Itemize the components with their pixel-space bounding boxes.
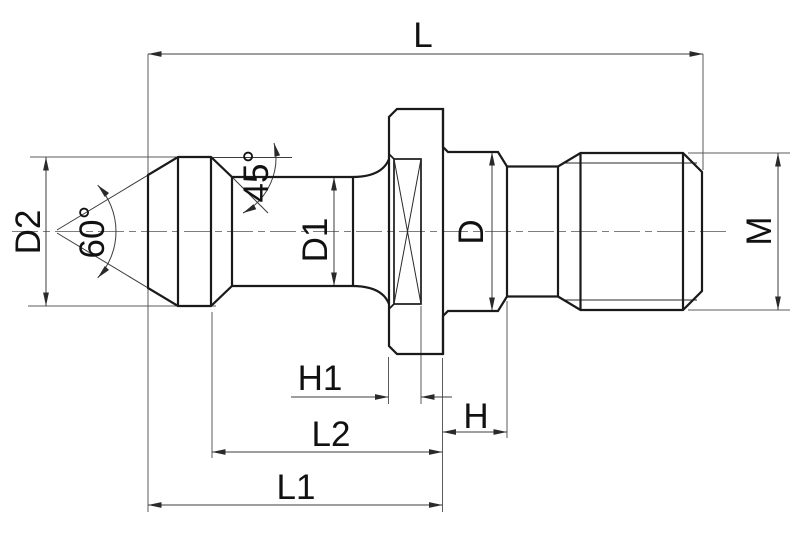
dim-label-L1: L1	[277, 468, 316, 507]
dim-label-D: D	[452, 219, 491, 244]
flange-recess-corner-edges	[388, 153, 395, 310]
dim-arc-45deg	[242, 142, 281, 214]
part-silhouette	[146, 107, 704, 356]
dimension-lines	[43, 51, 781, 508]
flange-recess-rect	[393, 158, 422, 305]
dim-label-60deg: 60°	[73, 206, 112, 259]
part-geometry	[146, 107, 704, 356]
dim-label-D1: D1	[296, 218, 335, 263]
dim-label-H1: H1	[298, 359, 343, 398]
dim-label-M: M	[740, 216, 779, 245]
dim-arc-60deg	[97, 184, 117, 279]
dim-label-H: H	[463, 397, 488, 436]
flange-cross-hatch	[393, 158, 422, 305]
extension-lines	[28, 54, 790, 512]
dimension-labels: L D2 60° 45° D1 D M H1 H L2 L1	[9, 16, 779, 507]
dim-label-L2: L2	[312, 415, 351, 454]
dim-label-D2: D2	[9, 210, 48, 255]
dim-label-L: L	[413, 16, 432, 55]
dim-label-45deg: 45°	[237, 150, 276, 203]
part-internal-edges	[176, 109, 685, 354]
